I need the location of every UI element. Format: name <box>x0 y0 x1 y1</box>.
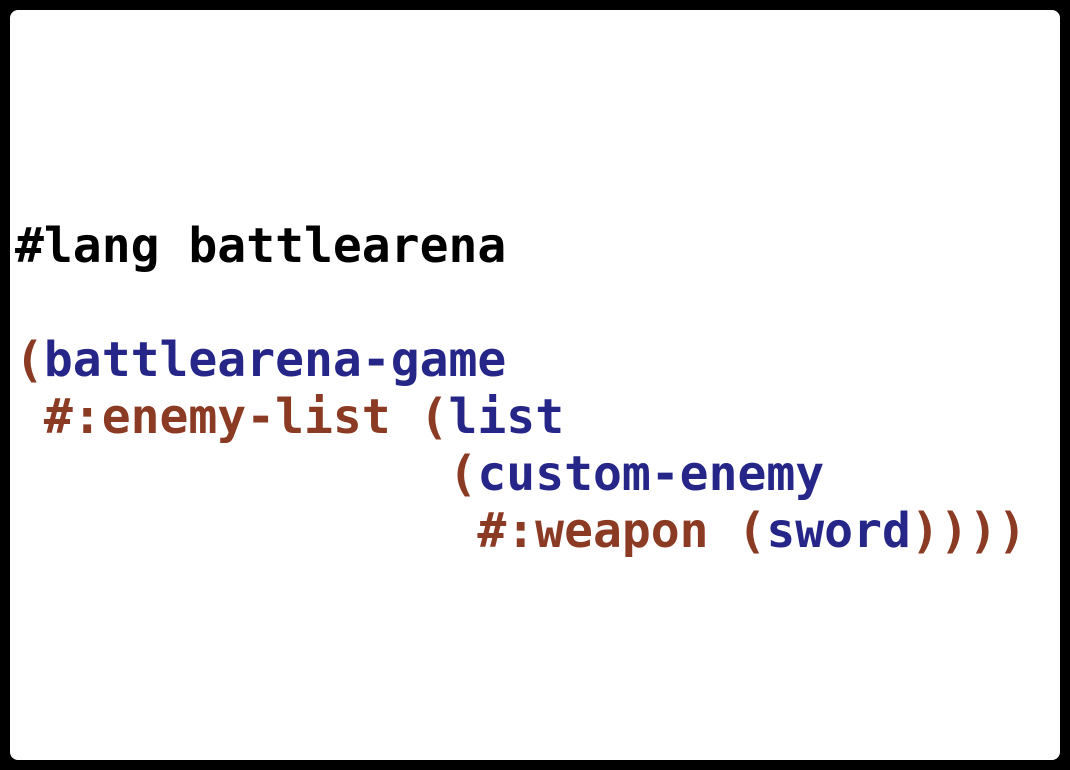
code-token-identifier: sword <box>766 503 911 559</box>
code-token-identifier: battlearena-game <box>43 332 507 388</box>
code-token-plain <box>709 503 738 559</box>
code-token-plain <box>15 446 448 502</box>
code-token-paren: )))) <box>910 503 1027 559</box>
code-token-plain: #lang battlearena <box>15 218 507 274</box>
code-canvas: #lang battlearena(battlearena-game #:ene… <box>10 10 1060 760</box>
code-token-paren: ( <box>419 389 449 445</box>
code-line: #:enemy-list (list <box>15 389 1026 446</box>
code-token-identifier: custom-enemy <box>477 446 825 502</box>
code-token-paren: ( <box>448 446 478 502</box>
code-line: (custom-enemy <box>15 446 1026 503</box>
code-token-plain <box>15 503 477 559</box>
code-line: #lang battlearena <box>15 218 1026 275</box>
code-line: (battlearena-game <box>15 332 1026 389</box>
code-token-keyword: #:enemy-list <box>43 389 391 445</box>
code-token-plain <box>15 389 44 445</box>
code-token-keyword: #:weapon <box>477 503 709 559</box>
code-line: #:weapon (sword)))) <box>15 503 1026 560</box>
code-token-paren: ( <box>737 503 767 559</box>
code-line <box>15 275 1026 332</box>
code-token-plain <box>391 389 420 445</box>
code-token-paren: ( <box>15 332 44 388</box>
code-block: #lang battlearena(battlearena-game #:ene… <box>15 218 1026 560</box>
code-token-identifier: list <box>448 389 565 445</box>
